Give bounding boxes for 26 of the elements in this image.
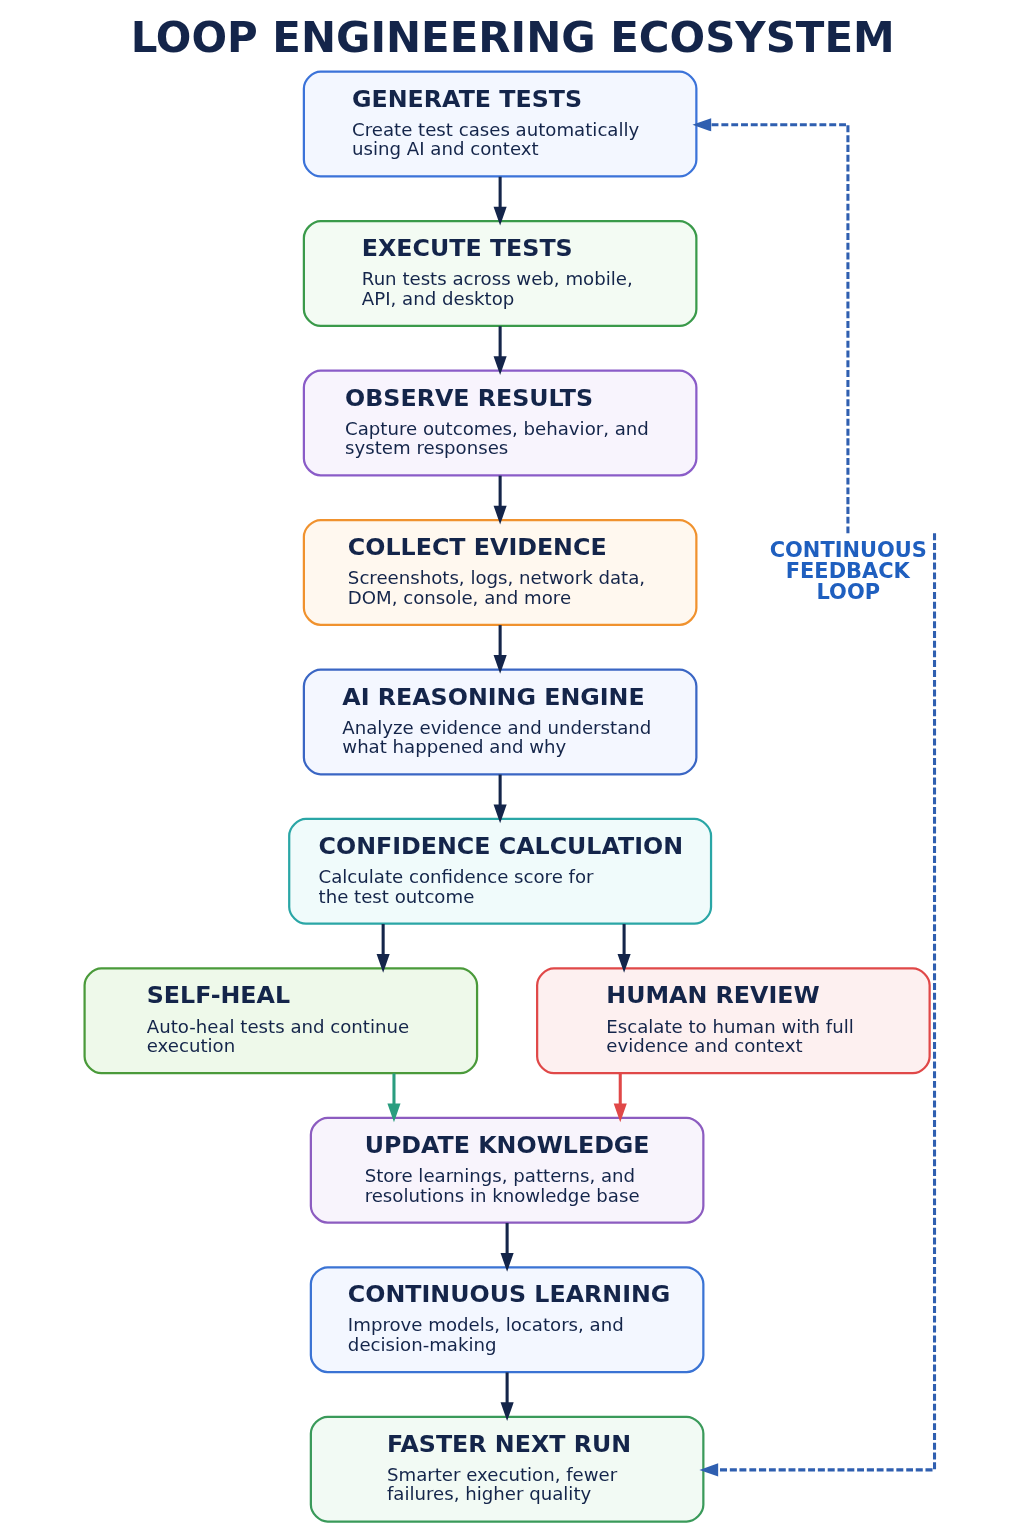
arrow <box>500 1372 514 1422</box>
arrow <box>699 533 937 1477</box>
arrow <box>387 1073 401 1123</box>
node-box: CONTINUOUS LEARNING Improve models, locators, and decision-making <box>309 1266 705 1374</box>
node-box: EXECUTE TESTS Run tests across web, mobile, API, and desktop <box>302 220 698 328</box>
node-box: UPDATE KNOWLEDGE Store learnings, patterns, and resolutions in knowledge base <box>309 1116 705 1224</box>
arrow <box>500 1222 514 1272</box>
node-box: CONFIDENCE CALCULATION Calculate confidence score for the test outcome <box>288 817 713 925</box>
node-text: CONTINUOUS FEEDBACK LOOP <box>769 538 927 604</box>
arrow <box>493 326 507 375</box>
node-box: HUMAN REVIEW Escalate to human with full evidence and context <box>536 967 931 1075</box>
node-box: OBSERVE RESULTS Capture outcomes, behavior, and system responses <box>302 369 698 477</box>
arrow <box>617 924 631 973</box>
arrow <box>493 475 507 525</box>
arrow <box>493 176 507 226</box>
node-box: SELF-HEAL Auto-heal tests and continue execution <box>83 967 479 1075</box>
arrow <box>493 625 507 674</box>
diagram-title: LOOP ENGINEERING ECOSYSTEM <box>130 13 895 63</box>
arrow <box>692 118 850 534</box>
node-box: GENERATE TESTS Create test cases automatically using AI and context <box>302 70 698 178</box>
node-box: COLLECT EVIDENCE Screenshots, logs, network data, DOM, console, and more <box>302 518 698 626</box>
node-box: FASTER NEXT RUN Smarter execution, fewer failures, higher quality <box>309 1415 705 1523</box>
arrow <box>613 1073 627 1123</box>
node-box: AI REASONING ENGINE Analyze evidence and understand what happened and why <box>302 668 698 776</box>
arrow <box>376 924 390 973</box>
arrow <box>493 774 507 824</box>
